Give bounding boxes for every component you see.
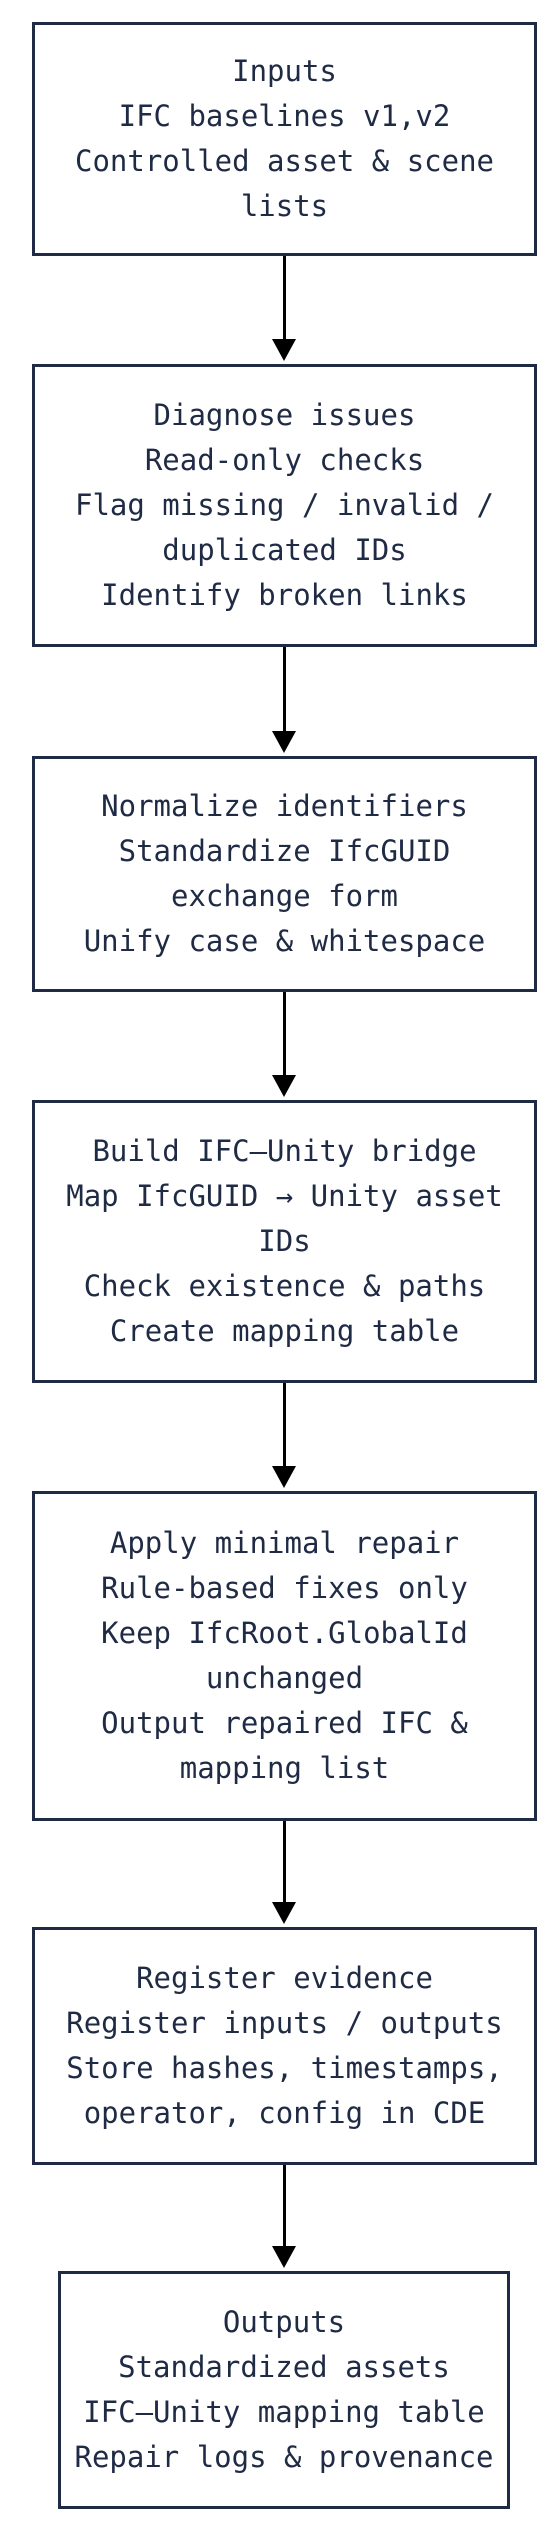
node-line: Store hashes, timestamps, (66, 2051, 503, 2085)
node-evidence: Register evidence Register inputs / outp… (32, 1927, 537, 2165)
node-line: mapping list (179, 1751, 390, 1785)
node-repair: Apply minimal repair Rule-based fixes on… (32, 1491, 537, 1821)
node-line: Controlled asset & scene (74, 144, 495, 178)
node-line: Build IFC–Unity bridge (92, 1134, 477, 1168)
node-line: lists (240, 189, 329, 223)
arrow-inputs-to-diagnose (283, 256, 286, 342)
node-line: Register inputs / outputs (66, 2006, 503, 2040)
node-line: IDs (258, 1224, 311, 1258)
node-line: Read-only checks (144, 443, 425, 477)
node-line: Standardize IfcGUID (118, 834, 451, 868)
node-line: IFC baselines v1,v2 (118, 99, 451, 133)
node-line: Flag missing / invalid / (74, 488, 495, 522)
node-line: Standardized assets (118, 2350, 450, 2384)
node-normalize: Normalize identifiers Standardize IfcGUI… (32, 756, 537, 992)
arrowhead-normalize-to-bridge (272, 1075, 296, 1097)
arrowhead-diagnose-to-normalize (272, 731, 296, 753)
arrow-repair-to-evidence (283, 1821, 286, 1905)
node-line: Diagnose issues (153, 398, 416, 432)
node-line: duplicated IDs (162, 533, 407, 567)
node-line: Repair logs & provenance (74, 2440, 494, 2474)
node-diagnose: Diagnose issues Read-only checks Flag mi… (32, 364, 537, 647)
arrow-bridge-to-repair (283, 1383, 286, 1469)
node-line: Map IfcGUID → Unity asset (66, 1179, 503, 1213)
node-line: Unify case & whitespace (83, 924, 486, 958)
arrow-diagnose-to-normalize (283, 647, 286, 734)
node-line: Rule-based fixes only (101, 1571, 468, 1605)
node-line: Outputs (222, 2305, 346, 2339)
node-line: unchanged (205, 1661, 364, 1695)
node-line: Check existence & paths (83, 1269, 486, 1303)
node-line: Normalize identifiers (101, 789, 468, 823)
node-inputs: Inputs IFC baselines v1,v2 Controlled as… (32, 22, 537, 256)
arrowhead-inputs-to-diagnose (272, 339, 296, 361)
node-line: Create mapping table (109, 1314, 460, 1348)
node-line: operator, config in CDE (83, 2096, 486, 2130)
arrowhead-bridge-to-repair (272, 1466, 296, 1488)
arrow-evidence-to-outputs (283, 2165, 286, 2249)
node-line: exchange form (171, 879, 398, 913)
node-line: IFC–Unity mapping table (83, 2395, 485, 2429)
arrow-normalize-to-bridge (283, 992, 286, 1078)
node-line: Apply minimal repair (109, 1526, 460, 1560)
node-line: Identify broken links (101, 578, 468, 612)
node-outputs: Outputs Standardized assets IFC–Unity ma… (58, 2271, 510, 2509)
node-line: Inputs (232, 54, 337, 88)
node-line: Register evidence (136, 1961, 433, 1995)
node-line: Keep IfcRoot.GlobalId (101, 1616, 468, 1650)
arrowhead-evidence-to-outputs (272, 2246, 296, 2268)
node-bridge: Build IFC–Unity bridge Map IfcGUID → Uni… (32, 1100, 537, 1383)
arrowhead-repair-to-evidence (272, 1902, 296, 1924)
node-line: Output repaired IFC & (101, 1706, 468, 1740)
